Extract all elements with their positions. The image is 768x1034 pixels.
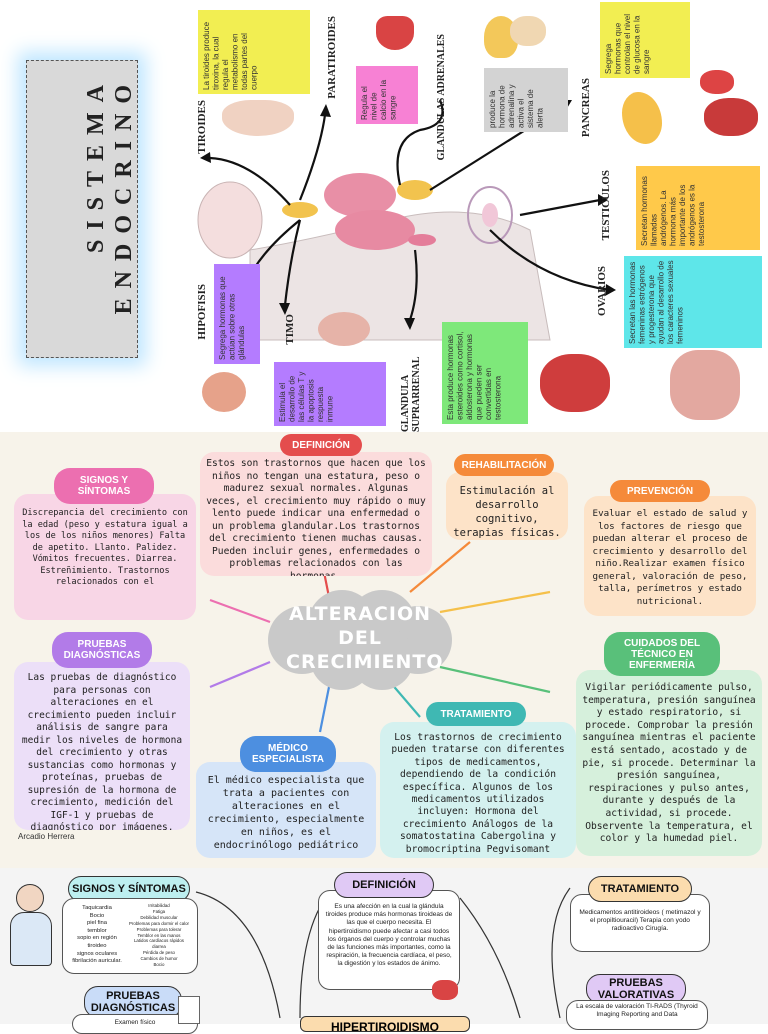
label-hipofisis: HIPOFISIS bbox=[196, 284, 208, 340]
growth-arrows bbox=[209, 541, 551, 733]
note-hipofisis: Segrega hormonas que actúan sobre otras … bbox=[214, 264, 260, 364]
note-ovarios: Secretan las hormonas femeninas estrógen… bbox=[624, 256, 762, 348]
pancreas-icon bbox=[622, 92, 662, 144]
signos-title: SIGNOS Y SÍNTOMAS bbox=[54, 468, 154, 504]
author-name: Arcadio Herrera bbox=[18, 832, 75, 841]
growth-section: ALTERACION DEL CRECIMIENTO Estos son tra… bbox=[0, 432, 768, 868]
label-timo: TIMO bbox=[284, 314, 296, 345]
hyper-definicion-box: Es una afección en la cual la glándula t… bbox=[318, 890, 460, 990]
center-title: ALTERACION DEL CRECIMIENTO bbox=[286, 603, 444, 673]
label-glandula-suprarrenal: GLANDULA SUPRARRENAL bbox=[400, 356, 422, 432]
tratamiento-title: TRATAMIENTO bbox=[426, 702, 526, 726]
medico-title: MÉDICO ESPECIALISTA bbox=[240, 736, 336, 772]
thyroid-icon bbox=[222, 100, 294, 136]
pituitary-icon bbox=[202, 372, 246, 412]
adrenal-icon bbox=[397, 180, 433, 200]
cuidados-box: Vigilar periódicamente pulso, temperatur… bbox=[576, 670, 762, 856]
hyper-tratamiento-title: TRATAMIENTO bbox=[588, 876, 692, 902]
clipboard-icon bbox=[178, 996, 200, 1024]
signos-box: Discrepancia del crecimiento con la edad… bbox=[14, 494, 196, 620]
rehabilitacion-title: REHABILITACIÓN bbox=[454, 454, 554, 476]
definicion-title: DEFINICIÓN bbox=[280, 434, 362, 456]
hyper-pruebas-val-title: PRUEBAS VALORATIVAS bbox=[586, 974, 686, 1004]
pelvis-icon bbox=[467, 186, 513, 244]
endocrine-arrows bbox=[200, 99, 616, 330]
note-testiculos: Secretan hormonas llamadas andrógenos. L… bbox=[636, 166, 760, 250]
pruebas-title: PRUEBAS DIAGNÓSTICAS bbox=[52, 632, 152, 668]
medico-box: El médico especialista que trata a pacie… bbox=[196, 762, 376, 858]
center-cloud: ALTERACION DEL CRECIMIENTO bbox=[262, 588, 458, 692]
kidney-top-icon bbox=[510, 16, 546, 46]
prevencion-box: Evaluar el estado de salud y los factore… bbox=[584, 496, 756, 616]
hyper-pruebas-val-box: La escala de valoración TI-RADS (Thyroid… bbox=[566, 1000, 708, 1030]
thymus-icon bbox=[282, 202, 318, 218]
label-pancreas: PANCREAS bbox=[580, 78, 592, 138]
note-tiroides: La tiroides produce tiroxina, la cual re… bbox=[198, 10, 310, 94]
hyper-bottom-title: HIPERTIROIDISMO bbox=[300, 1016, 470, 1032]
label-tiroides: TIROIDES bbox=[196, 100, 208, 154]
ovary-icon bbox=[670, 350, 740, 420]
label-testiculos: TESTICULOS bbox=[600, 170, 612, 241]
endocrine-title-box: SISTEMA ENDOCRINO bbox=[26, 60, 138, 358]
thymus-image-icon bbox=[318, 312, 370, 346]
prevencion-title: PREVENCIÓN bbox=[610, 480, 710, 502]
pruebas-box: Las pruebas de diagnóstico para personas… bbox=[14, 662, 190, 830]
definicion-box: Estos son trastornos que hacen que los n… bbox=[200, 452, 432, 576]
body-illustration bbox=[197, 173, 551, 341]
note-suprarrenal: Esta produce hormonas esteroides como co… bbox=[442, 322, 528, 424]
endocrine-section: SISTEMA ENDOCRINO bbox=[0, 0, 768, 432]
note-adrenales: produce la hormona de adrenalina y activ… bbox=[484, 68, 568, 132]
tratamiento-box: Los trastornos de crecimiento pueden tra… bbox=[380, 722, 576, 858]
testis-icon bbox=[704, 98, 758, 136]
parathyroid-icon bbox=[376, 16, 414, 50]
hyper-tratamiento-box: Medicamentos antitiroideos ( metimazol y… bbox=[570, 894, 710, 952]
testis-small-icon bbox=[700, 70, 734, 94]
label-glandulas-adrenales: GLANDULAS ADRENALES bbox=[436, 34, 447, 161]
note-timo: Estimula el desarrollo de las células T … bbox=[274, 362, 386, 426]
label-paratiroides: PARATIROIDES bbox=[326, 16, 338, 99]
thyroid-small-icon bbox=[432, 980, 458, 1000]
lungs-icon bbox=[324, 173, 396, 217]
hyper-definicion-title: DEFINICIÓN bbox=[334, 872, 434, 898]
label-ovarios: OVARIOS bbox=[596, 266, 608, 316]
kidney-icon bbox=[540, 354, 610, 412]
note-pancreas: Segrega hormonas que controlan el nivel … bbox=[600, 2, 690, 78]
nurse-icon bbox=[4, 884, 56, 968]
cuidados-title: CUIDADOS DEL TÉCNICO EN ENFERMERÍA bbox=[604, 632, 720, 676]
rehabilitacion-box: Estimulación al desarrollo cognitivo, te… bbox=[446, 472, 568, 540]
note-paratiroides: Regula el nivel de calcio en la sangre bbox=[356, 66, 418, 124]
